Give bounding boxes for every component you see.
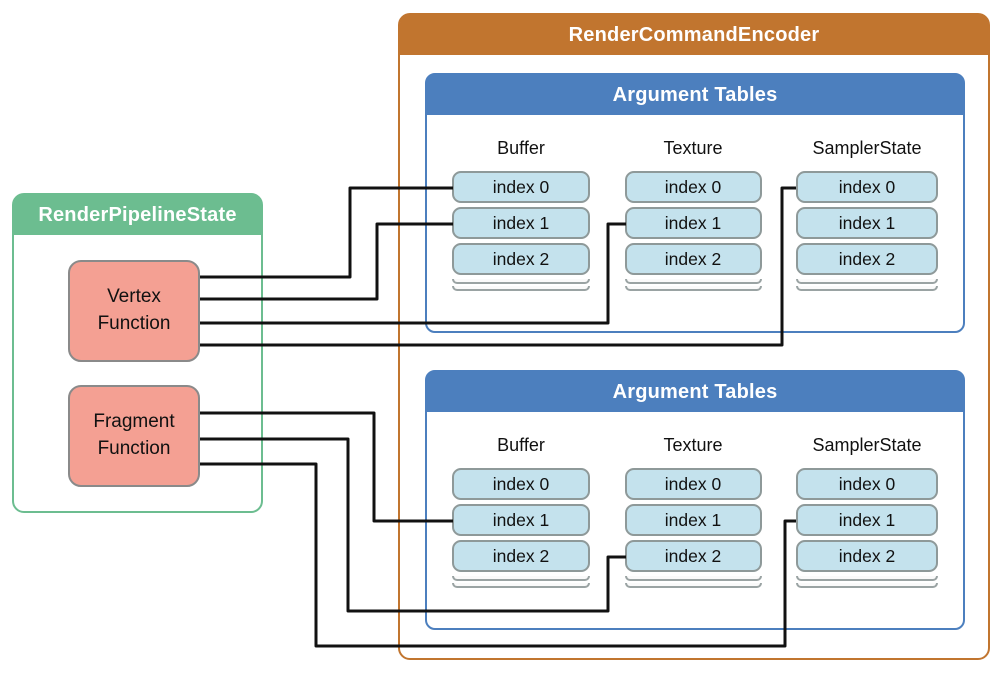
argument-table-fragment-title: Argument Tables — [427, 372, 963, 412]
slot-texture-index2: index 2 — [624, 243, 762, 275]
slot-texture-index1: index 1 — [624, 504, 762, 536]
column-title-texture: Texture — [663, 434, 723, 455]
vertex-function-label-line2: Function — [97, 313, 171, 334]
slot-samplerstate-index0: index 0 — [796, 468, 938, 500]
vertex-function-label-line1: Vertex — [107, 286, 161, 308]
stack-sliver — [796, 576, 938, 581]
column-buffer: Buffer index 0 index 1 index 2 — [452, 115, 590, 291]
column-texture: Texture index 0 index 1 index 2 — [624, 412, 762, 588]
fragment-function-label-line2: Function — [97, 438, 171, 459]
stack-sliver — [796, 279, 938, 284]
slot-texture-index0: index 0 — [624, 468, 762, 500]
argument-table-vertex-body: Buffer index 0 index 1 index 2 Texture i… — [427, 115, 963, 291]
stack-sliver — [796, 286, 938, 291]
slot-buffer-index2: index 2 — [452, 540, 590, 572]
argument-table-vertex: Argument Tables Buffer index 0 index 1 i… — [425, 73, 965, 333]
stack-sliver — [452, 583, 590, 588]
slot-samplerstate-index2: index 2 — [796, 243, 938, 275]
slot-buffer-index1: index 1 — [452, 207, 590, 239]
slot-buffer-index2: index 2 — [452, 243, 590, 275]
fragment-function-label-line1: Fragment — [93, 411, 175, 433]
column-samplerstate: SamplerState index 0 index 1 index 2 — [796, 412, 938, 588]
argument-table-fragment-body: Buffer index 0 index 1 index 2 Texture i… — [427, 412, 963, 588]
column-texture: Texture index 0 index 1 index 2 — [624, 115, 762, 291]
slot-samplerstate-index1: index 1 — [796, 207, 938, 239]
slot-samplerstate-index0: index 0 — [796, 171, 938, 203]
vertex-function-node: Vertex Function — [68, 260, 200, 362]
slot-buffer-index0: index 0 — [452, 171, 590, 203]
fragment-function-node: Fragment Function — [68, 385, 200, 487]
stack-sliver — [452, 286, 590, 291]
slot-texture-index2: index 2 — [624, 540, 762, 572]
stack-sliver — [796, 583, 938, 588]
stack-sliver — [624, 279, 762, 284]
slot-samplerstate-index1: index 1 — [796, 504, 938, 536]
render-command-encoder-title: RenderCommandEncoder — [400, 15, 988, 55]
slot-samplerstate-index2: index 2 — [796, 540, 938, 572]
stack-sliver — [452, 279, 590, 284]
render-pipeline-state-title: RenderPipelineState — [14, 195, 261, 235]
column-title-buffer: Buffer — [497, 137, 545, 158]
column-title-samplerstate: SamplerState — [812, 434, 922, 455]
stack-sliver — [624, 583, 762, 588]
column-title-buffer: Buffer — [497, 434, 545, 455]
column-buffer: Buffer index 0 index 1 index 2 — [452, 412, 590, 588]
argument-table-fragment: Argument Tables Buffer index 0 index 1 i… — [425, 370, 965, 630]
stack-sliver — [624, 286, 762, 291]
slot-texture-index1: index 1 — [624, 207, 762, 239]
slot-buffer-index0: index 0 — [452, 468, 590, 500]
column-title-texture: Texture — [663, 137, 723, 158]
argument-table-vertex-title: Argument Tables — [427, 75, 963, 115]
stack-sliver — [624, 576, 762, 581]
column-samplerstate: SamplerState index 0 index 1 index 2 — [796, 115, 938, 291]
stack-sliver — [452, 576, 590, 581]
column-title-samplerstate: SamplerState — [812, 137, 922, 158]
slot-texture-index0: index 0 — [624, 171, 762, 203]
slot-buffer-index1: index 1 — [452, 504, 590, 536]
